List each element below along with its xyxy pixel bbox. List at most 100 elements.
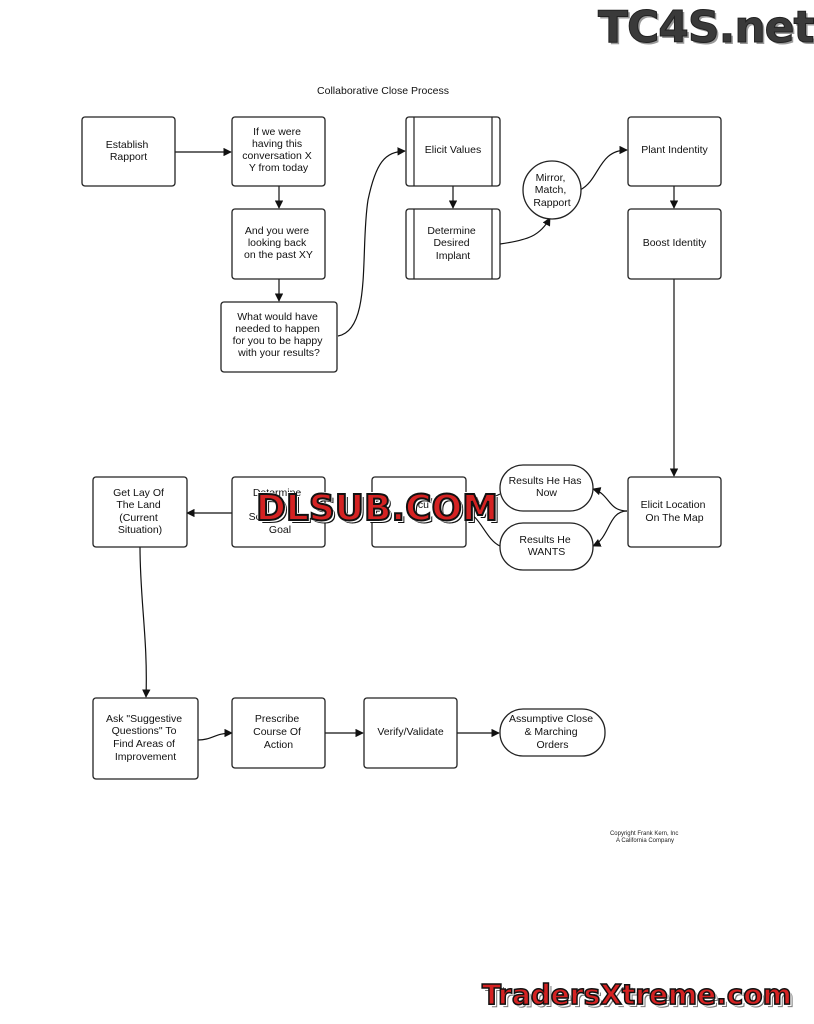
node-label-line: needed to happen	[235, 323, 320, 335]
node-prescribe: Prescribe Course Of Action	[231, 697, 326, 769]
node-label-line: Goal	[269, 524, 291, 536]
svg-text:What would have needed t: What would have needed to happen for you…	[233, 311, 326, 359]
node-label-line: Implant	[436, 250, 471, 262]
edge-layofland-to-suggestive	[139, 546, 151, 698]
node-label-line: Determine	[427, 225, 476, 237]
node-label-line: Assumptive Close	[509, 713, 593, 725]
node-determine-implant: Determine Desired Implant	[405, 208, 501, 280]
node-label-line: for you to be happy	[233, 335, 324, 347]
node-label-line: Action	[264, 739, 293, 751]
svg-text:Verify/Validate: Verify/Validate	[377, 726, 444, 738]
svg-text:Elicit Location On The M: Elicit Location On The Map	[641, 499, 709, 524]
node-label-line: Establish	[106, 139, 149, 151]
copyright-line: Copyright Frank Kern, Inc	[610, 831, 678, 837]
diagram-title: Collaborative Close Process	[317, 85, 449, 97]
node-plant-identity: Plant Indentity	[627, 116, 722, 187]
node-label-line: Find Areas of	[113, 738, 175, 750]
edges	[139, 145, 679, 741]
svg-text:...cu: ...cu	[409, 499, 429, 511]
node-mirror-match: Mirror, Match, Rapport	[522, 160, 582, 220]
svg-text:Mirror, Match, Rap: Mirror, Match, Rapport	[533, 172, 570, 209]
node-label-line: with your results?	[237, 347, 320, 359]
svg-text:Establish Rapport: Establish Rapport	[106, 139, 152, 163]
node-label-line: Rapport	[110, 151, 147, 163]
edge-location-to-resultsnow	[592, 487, 628, 512]
node-elicit-location: Elicit Location On The Map	[627, 476, 722, 548]
node-label-line: WANTS	[528, 546, 566, 558]
svg-text:Plant Indentity: Plant Indentity	[641, 144, 708, 156]
node-label-line: Course Of	[253, 726, 301, 738]
node-label-line: Prescribe	[255, 713, 300, 725]
node-label-line: Verify/Validate	[377, 726, 444, 738]
node-label-line: Rapport	[533, 197, 570, 209]
node-label-line: & Marching	[524, 726, 577, 738]
node-label-line: Match,	[535, 184, 567, 196]
svg-text:Prescribe Course Of: Prescribe Course Of Action	[253, 713, 304, 751]
node-label-line: having this	[252, 138, 302, 150]
node-label-line: Elicit Values	[425, 144, 481, 156]
svg-text:Results He WANTS: Results He WANTS	[519, 534, 573, 558]
watermark-tradersxtreme: TradersXtreme.com	[481, 977, 792, 1012]
svg-text:Assumptive Close & March: Assumptive Close & Marching Orders	[509, 713, 596, 751]
node-label-line: (Current	[119, 512, 158, 524]
node-label-line: ...cu	[409, 499, 429, 511]
node-boost-identity: Boost Identity	[627, 208, 722, 280]
edge-location-to-resultswants	[592, 510, 628, 547]
svg-text:Results He Has Now: Results He Has Now	[509, 475, 585, 499]
edge-results-to-middle-2	[465, 511, 501, 547]
node-results-wants: Results He WANTS	[499, 522, 594, 571]
node-label-line: Determine	[253, 487, 302, 499]
flowchart: Collaborative Close Process Establish Ra…	[81, 85, 722, 844]
node-label-line: looking back	[248, 237, 307, 249]
node-label-line: on the past XY	[244, 249, 313, 261]
copyright-line: A California Company	[616, 838, 674, 844]
edge-results-to-middle	[465, 493, 501, 513]
node-looking-back: And you were looking back on the past XY	[231, 208, 326, 280]
watermark-dlsub: DLSUB.COM	[255, 487, 499, 530]
svg-text:If we were having this: If we were having this conversation X Y …	[242, 126, 314, 174]
node-lay-of-land: Get Lay Of The Land (Current Situation)	[92, 476, 188, 548]
node-label-line: What would have	[237, 311, 318, 323]
node-label-line: Results He	[519, 534, 571, 546]
node-what-would-have: What would have needed to happen for you…	[220, 301, 338, 373]
edge-whatwouldhave-to-elicitvalues	[337, 147, 406, 337]
node-label-line: conversation X	[242, 150, 311, 162]
node-label-line: Results He Has	[509, 475, 582, 487]
edge-implant-to-mirror	[499, 217, 551, 245]
watermark-tc4s: TC4S.net	[598, 2, 814, 54]
edge-suggestive-to-prescribe	[197, 728, 233, 741]
node-verify: Verify/Validate	[363, 697, 458, 769]
node-if-we-were: If we were having this conversation X Y …	[231, 116, 326, 187]
node-label-line: Sol...	[249, 511, 273, 523]
node-label-line: Boost Identity	[643, 237, 707, 249]
svg-text:Copyright Frank Kern, Inc: Copyright Frank Kern, Inc A California C…	[610, 831, 680, 844]
node-label-line: On The Map	[645, 512, 703, 524]
svg-text:And you were looking bac: And you were looking back on the past XY	[244, 225, 313, 261]
node-elicit-values: Elicit Values	[405, 116, 501, 187]
svg-text:Determine Desired: Determine Desired Implant	[427, 225, 478, 262]
node-label-line: Desired	[433, 237, 469, 249]
svg-text:Boost Identity: Boost Identity	[643, 237, 707, 249]
node-label-line: Get Lay Of	[113, 487, 164, 499]
node-hidden-middle: ...cu	[371, 476, 467, 548]
node-label-line: Y from today	[249, 162, 309, 174]
node-label-line: Questions" To	[112, 725, 177, 737]
svg-text:Determine Sol... G: Determine Sol... Goal	[249, 487, 305, 536]
node-determine-solution: Determine Sol... Goal	[231, 476, 326, 548]
svg-text:Elicit Values: Elicit Values	[425, 144, 481, 156]
node-label-line: Ask "Suggestive	[106, 713, 182, 725]
node-label-line: Situation)	[118, 524, 162, 536]
node-label-line: And you were	[245, 225, 309, 237]
node-label-line: If we were	[253, 126, 301, 138]
edge-mirror-to-plant	[579, 145, 628, 191]
node-establish-rapport: Establish Rapport	[81, 116, 176, 187]
node-label-line: The Land	[116, 499, 161, 511]
node-label-line: Orders	[536, 739, 568, 751]
node-label-line: Elicit Location	[641, 499, 706, 511]
svg-text:Ask "Suggestive Question: Ask "Suggestive Questions" To Find Areas…	[106, 713, 185, 763]
node-label-line: Now	[536, 487, 557, 499]
node-results-now: Results He Has Now	[499, 464, 594, 512]
svg-text:Get Lay Of The Land: Get Lay Of The Land (Current Situation)	[113, 487, 167, 536]
node-label-line: Mirror,	[536, 172, 566, 184]
node-suggestive-questions: Ask "Suggestive Questions" To Find Areas…	[92, 697, 199, 780]
